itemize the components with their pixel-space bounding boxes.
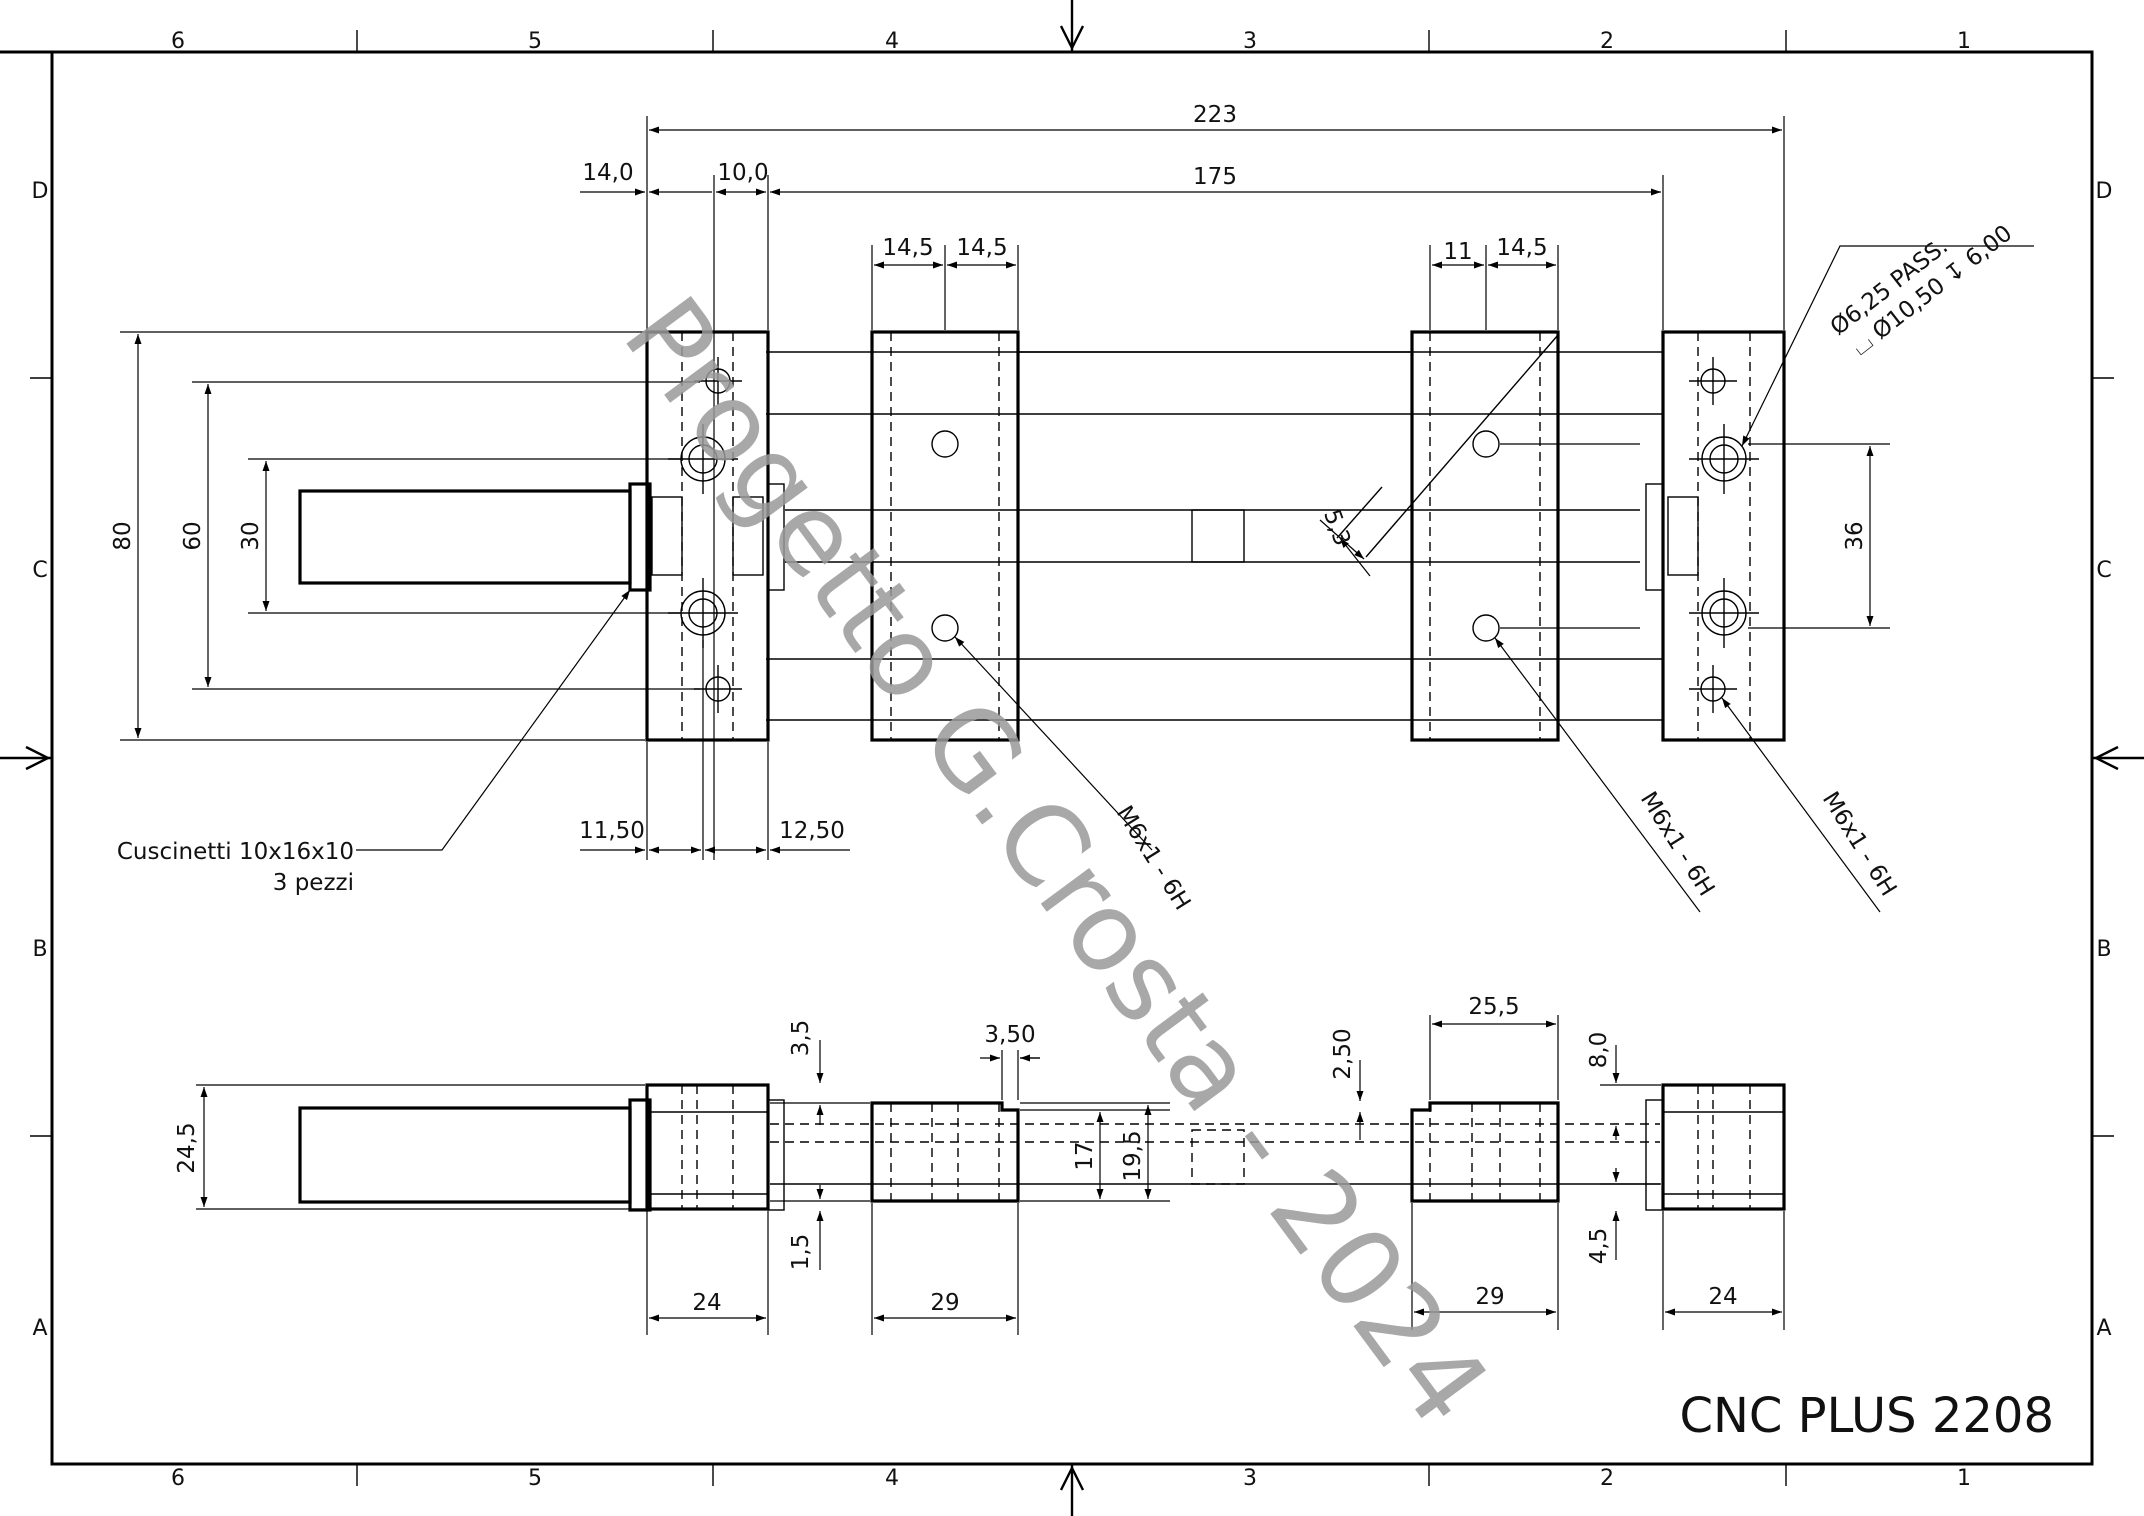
bearings-note-line1: Cuscinetti 10x16x10 bbox=[117, 839, 354, 865]
carriage-block-3 bbox=[1410, 330, 1560, 742]
zone-row-left: A bbox=[32, 1316, 47, 1341]
dim-block3-right: 14,5 bbox=[1496, 235, 1547, 261]
zone-col-bottom: 5 bbox=[528, 1466, 542, 1491]
zone-col-top: 4 bbox=[885, 29, 899, 54]
dim-top-8: 8,0 bbox=[1586, 1032, 1612, 1069]
carriage-block-2 bbox=[870, 330, 1020, 742]
dim-height-outer: 80 bbox=[110, 521, 136, 550]
dim-notch: 3,50 bbox=[984, 1022, 1035, 1048]
dim-top-gap: 3,5 bbox=[788, 1020, 814, 1057]
zone-row-left: C bbox=[32, 558, 47, 583]
zone-col-top: 2 bbox=[1600, 29, 1614, 54]
dim-block2-left: 14,5 bbox=[882, 235, 933, 261]
dim-overall-length: 223 bbox=[1193, 102, 1237, 128]
zone-labels: 6 5 4 3 2 1 6 5 4 3 2 1 D C B A D C B A bbox=[32, 29, 2113, 1491]
dim-right-offset: 12,50 bbox=[779, 818, 845, 844]
dim-width-left: 24 bbox=[692, 1290, 721, 1316]
dim-left-edge: 14,0 bbox=[582, 160, 633, 186]
dim-width-block3: 29 bbox=[1475, 1284, 1504, 1310]
zone-row-right: B bbox=[2096, 937, 2111, 962]
zone-row-right: D bbox=[2096, 179, 2113, 204]
dim-width-right: 24 bbox=[1708, 1284, 1737, 1310]
dim-bottom-gap: 1,5 bbox=[788, 1234, 814, 1271]
bearing-block-left bbox=[645, 330, 785, 742]
dim-left-bearing: 10,0 bbox=[717, 160, 768, 186]
zone-col-top: 5 bbox=[528, 29, 542, 54]
bearing-block-right bbox=[1645, 330, 1786, 742]
dim-block3-left: 11 bbox=[1443, 239, 1472, 265]
dim-step-2-50: 2,50 bbox=[1330, 1028, 1356, 1079]
dim-block2-right: 14,5 bbox=[956, 235, 1007, 261]
zone-col-top: 6 bbox=[171, 29, 185, 54]
zone-col-bottom: 6 bbox=[171, 1466, 185, 1491]
dimension-lines bbox=[120, 116, 1890, 860]
motor bbox=[298, 489, 632, 585]
zone-row-left: B bbox=[32, 937, 47, 962]
thread-callout: M6x1 - 6H bbox=[1635, 787, 1719, 900]
dim-hole-spacing: 36 bbox=[1842, 521, 1868, 550]
dim-block3-width: 25,5 bbox=[1468, 994, 1519, 1020]
zone-col-top: 3 bbox=[1243, 29, 1257, 54]
leader-lines bbox=[356, 245, 2034, 913]
zone-col-bottom: 4 bbox=[885, 1466, 899, 1491]
side-block-2 bbox=[870, 1101, 1020, 1203]
zone-col-bottom: 2 bbox=[1600, 1466, 1614, 1491]
bearings-note-line2: 3 pezzi bbox=[273, 870, 354, 896]
zone-col-top: 1 bbox=[1957, 29, 1971, 54]
side-block-3 bbox=[1410, 1101, 1560, 1203]
zone-row-right: C bbox=[2096, 558, 2111, 583]
zone-col-bottom: 1 bbox=[1957, 1466, 1971, 1491]
dim-bottom-4-5: 4,5 bbox=[1586, 1228, 1612, 1265]
dim-inner-17: 17 bbox=[1072, 1141, 1098, 1170]
zone-row-left: D bbox=[32, 179, 49, 204]
zone-col-bottom: 3 bbox=[1243, 1466, 1257, 1491]
zone-row-right: A bbox=[2096, 1316, 2111, 1341]
side-view-dimension-texts: 24,5 3,5 1,5 3,50 17 19,5 2,50 25,5 8,0 … bbox=[174, 994, 1738, 1316]
motor-side bbox=[298, 1106, 632, 1204]
dim-side-height: 24,5 bbox=[174, 1122, 200, 1173]
dim-left-offset: 11,50 bbox=[579, 818, 645, 844]
dim-height-shaft: 30 bbox=[238, 521, 264, 550]
dim-inner-19-5: 19,5 bbox=[1120, 1130, 1146, 1181]
side-view: 24,5 3,5 1,5 3,50 17 19,5 2,50 25,5 8,0 … bbox=[174, 994, 1786, 1335]
dim-width-block2: 29 bbox=[930, 1290, 959, 1316]
side-block-right bbox=[1645, 1083, 1786, 1211]
dim-step: 5,3 bbox=[1318, 506, 1355, 549]
side-dimension-lines bbox=[196, 1015, 1785, 1335]
side-block-left bbox=[645, 1083, 785, 1211]
drawing-title: CNC PLUS 2208 bbox=[1679, 1388, 2054, 1444]
watermark: Progetto G.Crosta - 2024 bbox=[599, 274, 1514, 1447]
dim-height-mid: 60 bbox=[180, 521, 206, 550]
dim-span: 175 bbox=[1193, 164, 1237, 190]
